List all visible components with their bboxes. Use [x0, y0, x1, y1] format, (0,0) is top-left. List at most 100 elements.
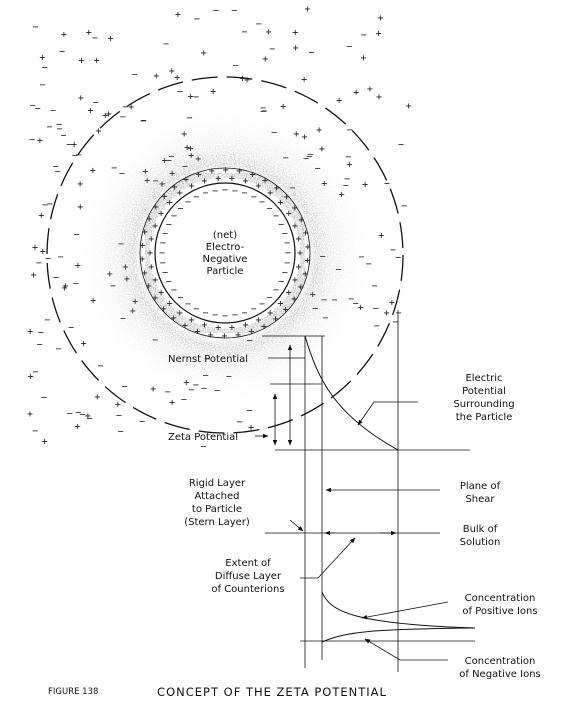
negative-ion: − [74, 230, 80, 241]
stern-positive-ion: + [201, 320, 207, 331]
negative-ion: − [41, 393, 47, 404]
stern-positive-ion: + [215, 173, 221, 184]
stern-positive-ion: + [305, 242, 311, 253]
negative-ion: − [53, 162, 59, 173]
positive-ions-label-1: Concentration [465, 593, 536, 604]
positive-ion: + [153, 71, 159, 82]
surface-negative-charge: − [241, 188, 247, 199]
stern-positive-ion: + [255, 315, 261, 326]
positive-ion: + [244, 75, 250, 86]
stern-positive-ion: + [261, 321, 267, 332]
negative-ion: − [30, 101, 36, 112]
surface-negative-charge: − [202, 308, 208, 319]
negative-ion: − [395, 253, 401, 264]
surface-negative-charge: − [193, 192, 199, 203]
negative-ion: − [256, 19, 262, 30]
surface-negative-charge: − [202, 188, 208, 199]
positive-ion: + [210, 86, 216, 97]
negative-ion: − [60, 131, 66, 142]
negative-ion: − [29, 135, 35, 146]
negative-ion-leader [364, 638, 448, 661]
positive-ion: + [61, 30, 67, 41]
positive-ion: + [346, 160, 352, 171]
stern-positive-ion: + [146, 281, 152, 292]
negative-ion: − [44, 315, 50, 326]
plane-of-shear-label-2: Shear [465, 494, 495, 505]
negative-ion: − [132, 70, 138, 81]
surface-negative-charge: − [162, 229, 168, 240]
negative-ion: − [38, 327, 44, 338]
negative-ion: − [53, 273, 59, 284]
negative-ion: − [120, 112, 126, 123]
stern-positive-ion: + [223, 165, 229, 176]
surface-negative-charge: − [162, 268, 168, 279]
stern-positive-ion: + [249, 170, 255, 181]
positive-ion: + [86, 27, 92, 38]
positive-ion: + [301, 75, 307, 86]
surface-negative-charge: − [177, 293, 183, 304]
negative-ion: − [73, 279, 79, 290]
stern-positive-ion: + [236, 166, 242, 177]
stern-positive-ion: + [148, 262, 154, 273]
stern-positive-ion: + [153, 202, 159, 213]
positive-ion: + [175, 9, 181, 20]
negative-ion: − [139, 416, 145, 427]
negative-ion: − [200, 441, 206, 452]
negative-ion: − [59, 47, 65, 58]
particle [154, 182, 296, 324]
stern-positive-ion: + [291, 294, 297, 305]
stern-positive-ion: + [139, 241, 145, 252]
surface-negative-charge: − [166, 277, 172, 288]
negative-ion: − [398, 139, 404, 150]
negative-ion: − [165, 387, 171, 398]
positive-ion: + [39, 53, 45, 64]
negative-ion: − [308, 48, 314, 59]
negative-ion: − [233, 61, 239, 72]
positive-ion: + [90, 165, 96, 176]
stern-layer-ions: ++++++++++++++++++++++++++++++++++++++++… [139, 165, 311, 342]
positive-ion: + [378, 231, 384, 242]
surface-negative-charge: − [166, 219, 172, 230]
stern-positive-ion: + [298, 215, 304, 226]
positive-ion: + [78, 93, 84, 104]
surface-negative-charge: − [232, 186, 238, 197]
stern-positive-ion: + [248, 327, 254, 338]
negative-ion: − [36, 258, 42, 269]
positive-ion: + [37, 136, 43, 147]
surface-negative-charge: − [278, 277, 284, 288]
diffuse-layer-label-1: Extent of [225, 558, 271, 569]
positive-ion: + [27, 409, 33, 420]
surface-negative-charge: − [241, 308, 247, 319]
stern-positive-ion: + [177, 308, 183, 319]
positive-ion: + [280, 101, 286, 112]
stern-layer-arrow [289, 519, 304, 532]
stern-positive-ion: + [303, 228, 309, 239]
negative-ion: − [37, 339, 43, 350]
positive-ion: + [32, 242, 38, 253]
negative-ion: − [231, 5, 237, 16]
positive-ion: + [77, 179, 83, 190]
positive-ion: + [71, 139, 77, 150]
positive-ion: + [106, 109, 112, 120]
stern-positive-ion: + [148, 234, 154, 245]
surface-negative-charge: − [273, 211, 279, 222]
negative-ion: − [35, 103, 41, 114]
negative-ion: − [32, 22, 38, 33]
negative-ion: − [260, 107, 266, 118]
negative-ion: − [193, 92, 199, 103]
stern-positive-ion: + [183, 175, 189, 186]
plane-of-shear-label-1: Plane of [460, 481, 501, 492]
positive-ion: + [115, 400, 121, 411]
negative-ion: − [58, 252, 64, 263]
surface-negative-charge: − [251, 192, 257, 203]
negative-ion: − [92, 33, 98, 44]
positive-ion: + [239, 74, 245, 85]
stern-positive-ion: + [262, 175, 268, 186]
negative-ion: − [32, 426, 38, 437]
surface-negative-charge: − [285, 248, 291, 259]
electric-potential-label-2: Potential [462, 386, 506, 397]
stern-positive-ion: + [141, 268, 147, 279]
stern-positive-ion: + [292, 275, 298, 286]
stern-positive-ion: + [182, 321, 188, 332]
electric-potential-label-3: Surrounding [453, 399, 514, 410]
